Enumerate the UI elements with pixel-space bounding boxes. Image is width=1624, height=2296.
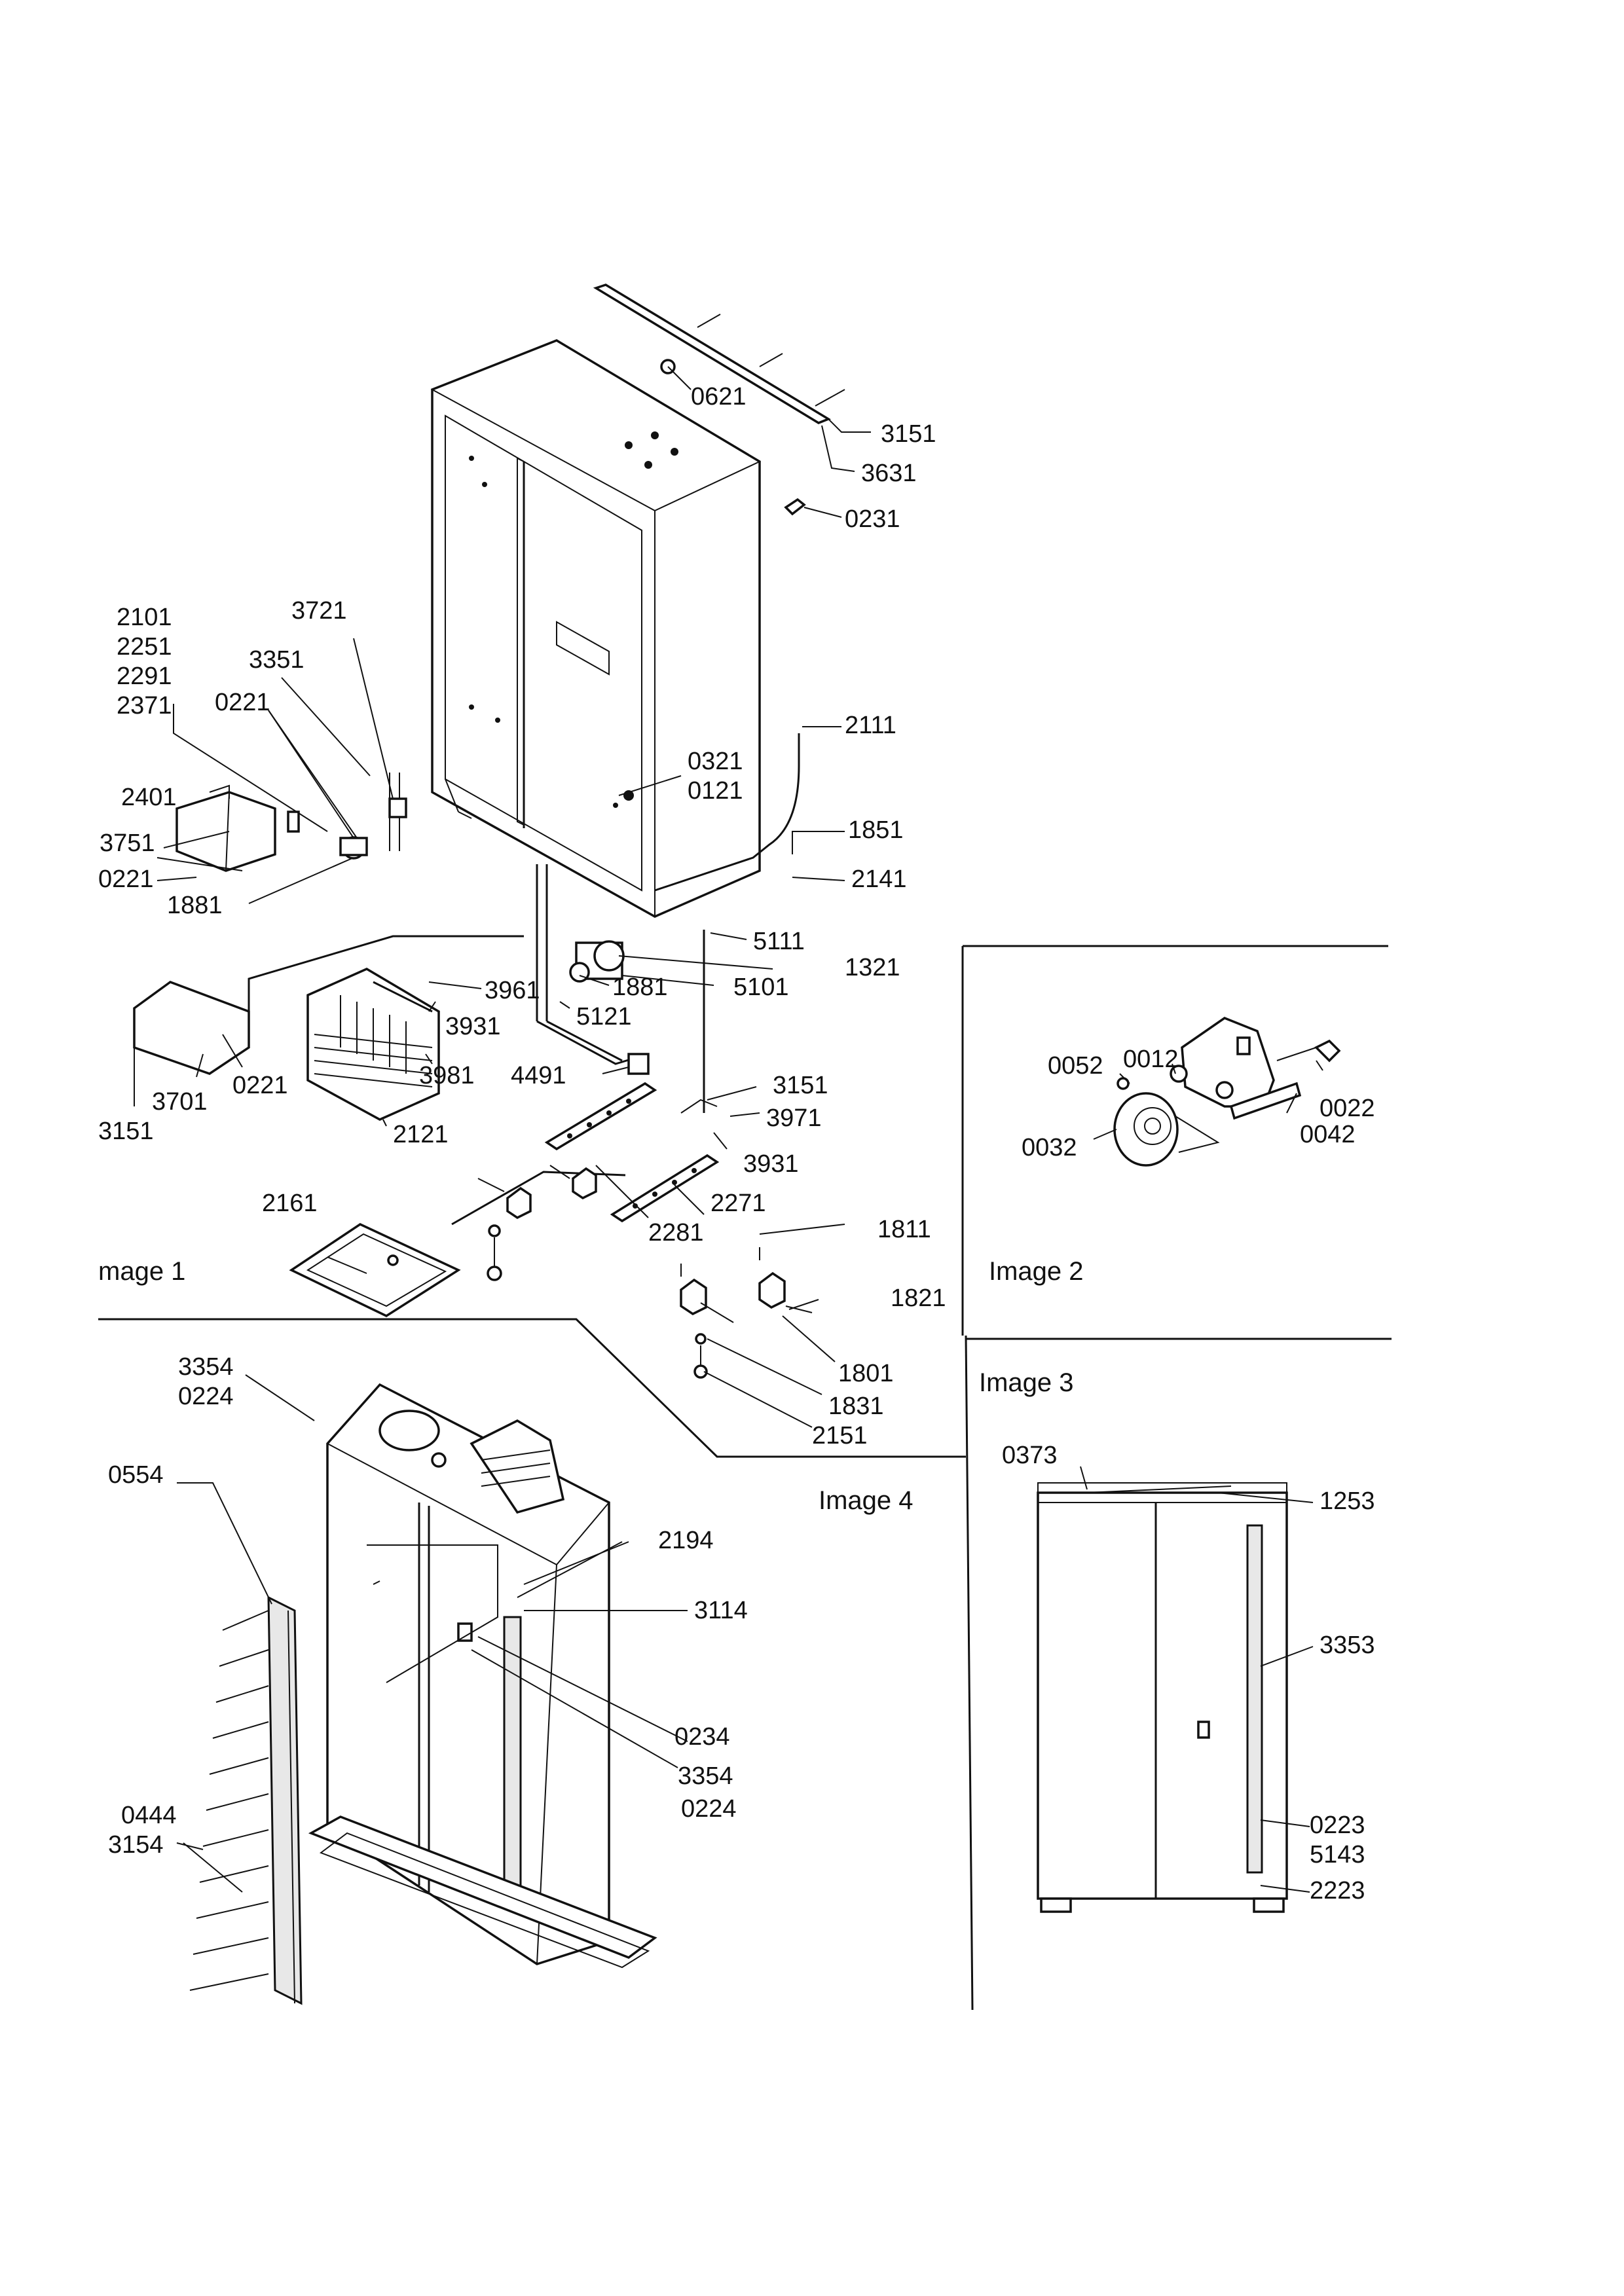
label-2271: 2271 (710, 1190, 766, 1217)
label-0221-upper: 0221 (215, 689, 270, 716)
label-3154: 3154 (108, 1831, 164, 1859)
label-5143: 5143 (1310, 1841, 1365, 1868)
label-0042: 0042 (1300, 1121, 1356, 1148)
cabinet-front-view (1037, 1482, 1288, 1913)
label-1253: 1253 (1320, 1487, 1375, 1515)
label-2251: 2251 (117, 633, 172, 661)
label-0052: 0052 (1048, 1052, 1103, 1080)
label-2401: 2401 (121, 784, 177, 811)
leveling-legs (680, 1247, 813, 1379)
evaporator-coil (306, 968, 440, 1121)
label-2151: 2151 (812, 1422, 868, 1449)
label-1821: 1821 (891, 1285, 946, 1312)
label-0223: 0223 (1310, 1812, 1365, 1839)
label-1851: 1851 (848, 816, 904, 844)
label-2161: 2161 (262, 1190, 318, 1217)
label-3631: 3631 (861, 460, 917, 487)
section-dividers (98, 945, 1392, 2011)
label-3114: 3114 (694, 1597, 748, 1624)
caption-image-1: mage 1 (98, 1257, 185, 1286)
label-1321: 1321 (845, 954, 900, 981)
label-2291: 2291 (117, 663, 172, 690)
label-5111: 5111 (753, 928, 805, 955)
drain-pan (289, 1222, 461, 1317)
label-1881-left: 1881 (167, 892, 223, 919)
label-1881-center: 1881 (612, 974, 668, 1001)
label-0554: 0554 (108, 1461, 164, 1489)
cabinet-rear-view (308, 1383, 657, 1969)
label-0321: 0321 (688, 748, 743, 775)
label-1831: 1831 (828, 1393, 884, 1420)
guide-line-3961 (248, 935, 524, 1011)
cabinet-shell (430, 339, 762, 918)
part-labels: 0621 3151 3631 0231 2101 2251 2291 2371 … (98, 383, 1375, 1904)
label-0221-lower: 0221 (232, 1072, 288, 1099)
label-0022: 0022 (1320, 1095, 1375, 1122)
label-4491: 4491 (511, 1062, 566, 1089)
label-2223: 2223 (1310, 1877, 1365, 1904)
label-3353: 3353 (1320, 1631, 1375, 1659)
caption-image-4: Image 4 (819, 1486, 913, 1515)
label-3931-left: 3931 (445, 1013, 501, 1040)
label-3151-top: 3151 (881, 420, 936, 448)
fan-motor (569, 940, 625, 983)
label-2101: 2101 (117, 604, 172, 631)
label-0444: 0444 (121, 1802, 177, 1829)
shelf-support-2271 (610, 1099, 720, 1223)
label-0032: 0032 (1022, 1134, 1077, 1161)
caption-image-3: Image 3 (979, 1368, 1074, 1397)
label-0012: 0012 (1123, 1046, 1179, 1073)
shelf-support-2281 (544, 1053, 657, 1151)
guide-line-2161 (451, 1171, 626, 1226)
label-0231: 0231 (845, 505, 900, 533)
caption-image-2: Image 2 (989, 1257, 1084, 1286)
bracket-0231 (784, 498, 806, 516)
label-3354-top: 3354 (178, 1353, 234, 1381)
label-5121: 5121 (576, 1003, 632, 1030)
label-3351: 3351 (249, 646, 304, 674)
label-2121: 2121 (393, 1121, 449, 1148)
wire-2111 (654, 733, 800, 892)
label-5101: 5101 (733, 974, 789, 1001)
label-0234: 0234 (674, 1723, 730, 1751)
rollers (477, 1165, 597, 1281)
label-3961: 3961 (485, 977, 540, 1004)
label-2111: 2111 (845, 712, 896, 739)
control-housing (175, 773, 407, 872)
evaporator-cover (133, 981, 250, 1075)
label-0221-left: 0221 (98, 866, 154, 893)
label-3931-right: 3931 (743, 1150, 799, 1178)
label-3721: 3721 (291, 597, 347, 625)
label-3151-mid: 3151 (773, 1072, 828, 1099)
label-2281: 2281 (648, 1219, 704, 1247)
label-3151-left: 3151 (98, 1118, 154, 1145)
label-0224-top: 0224 (178, 1383, 234, 1410)
label-2141: 2141 (851, 866, 907, 893)
label-3981: 3981 (419, 1062, 475, 1089)
label-3701: 3701 (152, 1088, 208, 1116)
label-1811: 1811 (877, 1216, 931, 1243)
leader-lines (134, 366, 1323, 1893)
label-0373: 0373 (1002, 1442, 1058, 1469)
label-3354-bottom: 3354 (678, 1762, 733, 1790)
label-2371: 2371 (117, 692, 172, 720)
label-0621: 0621 (691, 383, 747, 410)
side-panel (189, 1595, 303, 2005)
label-3751: 3751 (100, 829, 155, 857)
label-1801: 1801 (838, 1360, 894, 1387)
label-3971: 3971 (766, 1104, 822, 1132)
roller-bracket-assembly (1113, 1017, 1341, 1167)
label-0121: 0121 (688, 777, 743, 805)
label-0224-bottom: 0224 (681, 1795, 737, 1823)
label-2194: 2194 (658, 1527, 714, 1554)
